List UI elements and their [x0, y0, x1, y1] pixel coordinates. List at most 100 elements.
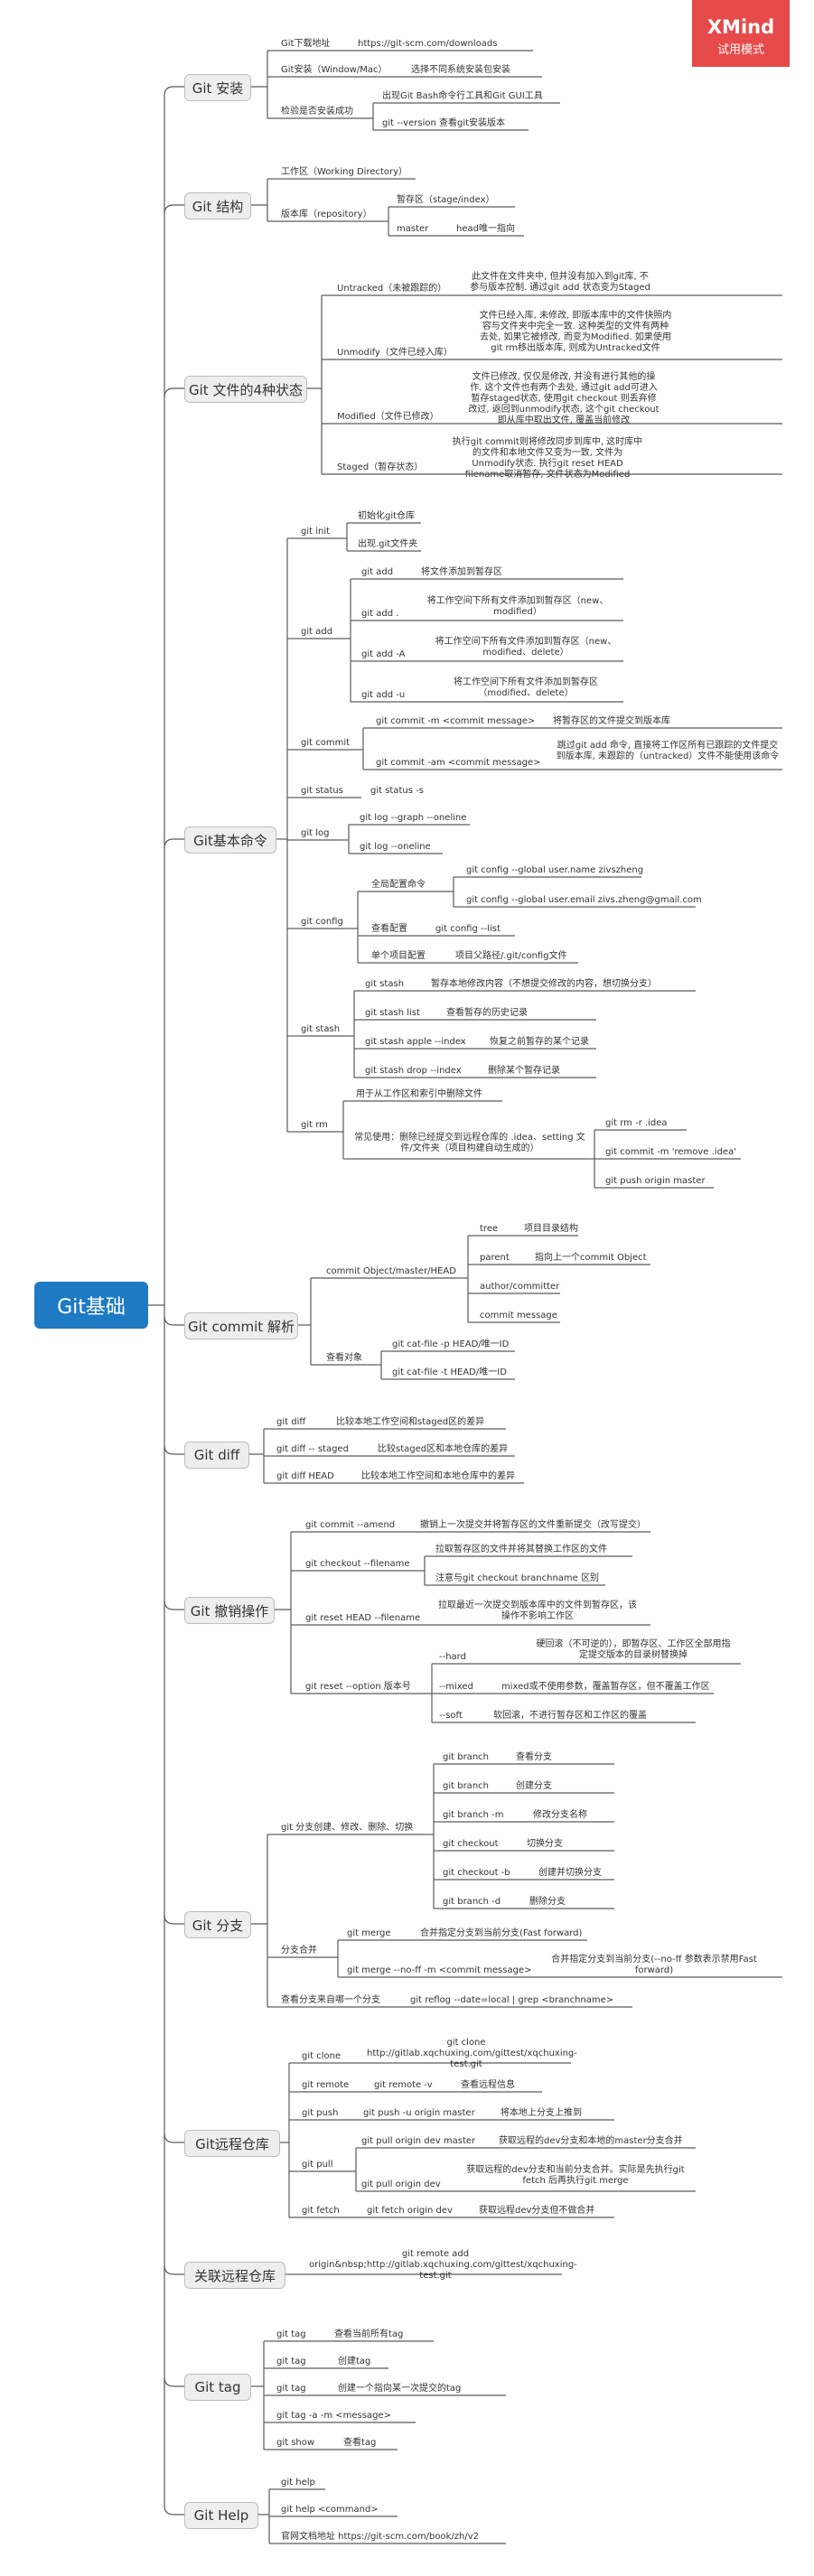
remote-pull-2: git pull origin dev	[361, 2179, 441, 2189]
cmd-config: git config	[301, 917, 343, 927]
cmd-config-view: 查看配置	[371, 924, 407, 934]
help-2: git help <command>	[281, 2505, 379, 2515]
branch-connector	[164, 2133, 184, 2143]
branch-ops: git 分支创建、修改、删除、切换	[281, 1823, 414, 1833]
branch-basic[interactable]: Git基本命令	[184, 826, 276, 854]
branch-cmd-2: git branch	[443, 1781, 489, 1791]
undo-hard: --hard	[439, 1652, 466, 1662]
diff-2-desc: 比较staged区和本地仓库的差异	[378, 1444, 509, 1454]
branch-diff[interactable]: Git diff	[184, 1442, 249, 1469]
branch-install[interactable]: Git 安装	[184, 74, 251, 101]
commit-author: author/committer	[480, 1282, 560, 1292]
cmd-config-single: 单个项目配置	[371, 951, 426, 961]
state-untracked: Untracked（未被跟踪的）	[337, 284, 447, 294]
branch-cmd-2-desc: 创建分支	[516, 1781, 552, 1791]
cmd-stash-2: git stash list	[365, 1008, 420, 1018]
cmd-add-1: git add	[361, 567, 394, 577]
structure-repo: 版本库（repository）	[281, 210, 372, 219]
branch-help[interactable]: Git Help	[184, 2502, 258, 2529]
diff-1-desc: 比较本地工作空间和staged区的差异	[336, 1417, 485, 1427]
cmd-commit-2: git commit -am <commit message>	[376, 758, 541, 768]
state-untracked-desc: 此文件在文件夹中, 但并没有加入到git库, 不参与版本控制. 通过git ad…	[470, 272, 650, 293]
structure-stage: 暂存区（stage/index）	[397, 195, 495, 205]
remote-pull-1-desc: 获取远程的dev分支和本地的master分支合并	[499, 2136, 683, 2146]
branch-connector	[164, 1914, 184, 1925]
undo-amend: git commit --amend	[305, 1520, 396, 1530]
cmd-log: git log	[301, 828, 330, 838]
install-install-note: 选择不同系统安装包安装	[411, 65, 510, 75]
branch-connector	[164, 838, 184, 849]
commit-parent-desc: 指向上一个commit Object	[535, 1253, 647, 1263]
branch-cmd-4: git checkout	[443, 1839, 499, 1849]
branch-branch[interactable]: Git 分支	[184, 1911, 251, 1938]
branch-cmd-1: git branch	[443, 1752, 489, 1762]
cmd-add-2-desc: 将工作空间下所有文件添加到暂存区（new、modified）	[426, 596, 609, 617]
remote-remote-desc: 查看远程信息	[461, 2080, 515, 2090]
remote-fetch-desc: 获取远程dev分支但不做合并	[479, 2206, 595, 2216]
branch-cmd-6: git branch -d	[443, 1897, 501, 1907]
commit-view-2: git cat-file -t HEAD/唯一ID	[392, 1367, 507, 1377]
branch-tag[interactable]: Git tag	[184, 2374, 251, 2401]
branch-cmd-4-desc: 切换分支	[527, 1839, 563, 1849]
undo-reset-file-desc: 拉取最近一次提交到版本库中的文件到暂存区，该操作不影响工作区	[438, 1601, 637, 1621]
remote-clone: git clone	[302, 2051, 342, 2061]
branch-connector	[164, 2505, 184, 2515]
branch-connector	[164, 1600, 184, 1610]
cmd-stash-4-desc: 删除某个暂存记录	[488, 1066, 560, 1076]
branch-structure[interactable]: Git 结构	[184, 192, 251, 219]
branch-cmd-1-desc: 查看分支	[516, 1752, 552, 1762]
xmind-logo: XMind	[706, 16, 775, 38]
commit-message: commit message	[480, 1311, 557, 1321]
cmd-commit-2-desc: 跳过git add 命令, 直接将工作区所有已跟踪的文件提交到版本库, 未跟踪的…	[556, 741, 780, 761]
cmd-add-3: git add -A	[361, 649, 406, 659]
install-download-url[interactable]: https://git-scm.com/downloads	[358, 39, 498, 49]
branch-remote[interactable]: Git远程仓库	[184, 2130, 280, 2157]
remote-remote: git remote	[302, 2080, 350, 2090]
branch-merge: 分支合并	[281, 1946, 317, 1955]
branch-cmd-5: git checkout -b	[443, 1868, 510, 1878]
diff-3-desc: 比较本地工作空间和本地仓库中的差异	[361, 1471, 515, 1481]
cmd-commit-1-desc: 将暂存区的文件提交到版本库	[553, 716, 670, 726]
help-1: git help	[281, 2478, 315, 2487]
undo-soft: --soft	[439, 1711, 463, 1721]
branch-connector	[164, 86, 184, 97]
branch-link-remote[interactable]: 关联远程仓库	[184, 2262, 285, 2289]
root-topic[interactable]: Git基础	[34, 1282, 148, 1329]
install-check-1: 出现Git Bash命令行工具和Git GUI工具	[382, 91, 543, 101]
state-staged-desc: 执行git commit则将修改同步到库中, 这时库中的文件和本地文件又变为一致…	[452, 437, 643, 480]
commit-parent: parent	[480, 1253, 510, 1263]
cmd-add: git add	[301, 627, 333, 637]
remote-fetch: git fetch	[302, 2206, 340, 2216]
undo-mixed: --mixed	[439, 1682, 473, 1692]
structure-workdir: 工作区（Working Directory）	[281, 167, 408, 177]
trial-mode-label: 试用模式	[716, 43, 764, 57]
commit-tree: tree	[480, 1224, 499, 1234]
structure-head: head唯一指向	[456, 224, 515, 234]
branch-states[interactable]: Git 文件的4种状态	[184, 376, 307, 403]
undo-mixed-desc: mixed或不使用参数，覆盖暂存区，但不覆盖工作区	[501, 1682, 710, 1692]
cmd-stash-3-desc: 恢复之前暂存的某个记录	[490, 1037, 589, 1047]
undo-checkout-2: 注意与git checkout branchname 区别	[435, 1573, 600, 1583]
install-install-key: Git安装（Window/Mac）	[281, 65, 388, 75]
structure-master: master	[397, 224, 429, 234]
cmd-stash-4: git stash drop --index	[365, 1066, 462, 1076]
branch-commit-parse[interactable]: Git commit 解析	[184, 1312, 298, 1339]
undo-checkout: git checkout --filename	[305, 1559, 410, 1569]
remote-pull-2-desc: 获取远程的dev分支和当前分支合并。实际是先执行git fetch 后再执行gi…	[466, 2165, 685, 2186]
branch-connector	[164, 204, 184, 215]
cmd-rm-2c: git push origin master	[605, 1176, 706, 1186]
undo-checkout-1: 拉取暂存区的文件并将其替换工作区的文件	[435, 1545, 607, 1554]
cmd-rm: git rm	[301, 1120, 328, 1130]
cmd-commit-1: git commit -m <commit message>	[376, 716, 536, 726]
tag-3-desc: 创建一个指向某一次提交的tag	[338, 2384, 462, 2394]
help-3[interactable]: 官网文档地址 https://git-scm.com/book/zh/v2	[281, 2532, 480, 2542]
tag-1-desc: 查看当前所有tag	[334, 2329, 404, 2339]
cmd-add-4: git add -u	[361, 690, 406, 700]
commit-object-head: commit Object/master/HEAD	[326, 1266, 456, 1276]
undo-amend-desc: 撤销上一次提交并将暂存区的文件重新提交（改写提交）	[420, 1520, 646, 1530]
state-unmodify: Unmodify（文件已经入库）	[337, 348, 453, 358]
branch-undo[interactable]: Git 撤销操作	[184, 1597, 275, 1624]
branch-merge-1: git merge	[347, 1928, 391, 1938]
tag-5: git show	[276, 2438, 315, 2448]
branch-connector	[164, 1444, 184, 1455]
